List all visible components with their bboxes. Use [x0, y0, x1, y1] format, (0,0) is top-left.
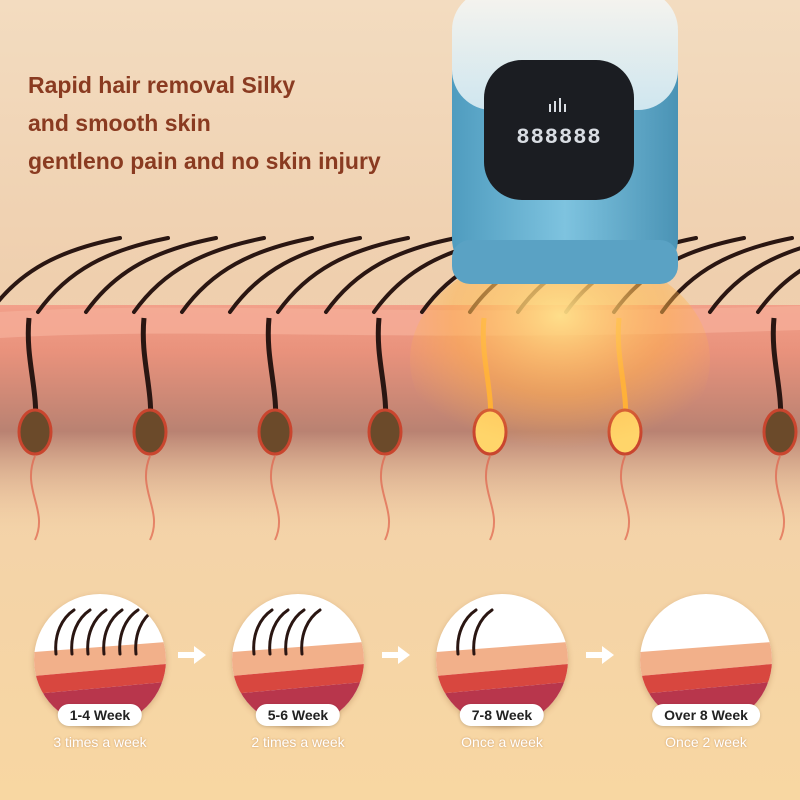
stage-frequency: Once 2 week — [665, 734, 747, 750]
display-screen — [484, 60, 634, 200]
headline-line-1: Rapid hair removal Silky — [28, 72, 296, 98]
hair-follicle — [132, 317, 168, 541]
stage-week-1-4: 1-4 Week 3 times a week — [20, 594, 180, 764]
mini-hair — [300, 608, 322, 656]
light-glow — [410, 250, 710, 470]
mini-hair — [268, 608, 290, 656]
display-digits: 888888 — [516, 125, 601, 150]
mini-hair — [284, 608, 306, 656]
headline-line-2: and smooth skin — [28, 110, 211, 136]
mini-hair — [456, 608, 478, 656]
mini-hair — [86, 608, 108, 656]
surface-hair — [708, 246, 800, 314]
ipl-device: 888888 — [452, 0, 678, 284]
hair-follicle — [367, 317, 403, 541]
arrow-right-icon — [176, 644, 208, 666]
mini-hair — [118, 608, 140, 656]
hair-follicle — [17, 317, 53, 541]
mini-hair — [102, 608, 124, 656]
surface-hair — [36, 236, 170, 314]
hair-follicle — [762, 317, 798, 541]
stage-week-7-8: 7-8 Week Once a week — [422, 594, 582, 764]
surface-hair — [0, 236, 122, 303]
surface-hair — [276, 236, 410, 314]
stage-period: Over 8 Week — [652, 704, 760, 726]
arrow-right-icon — [380, 644, 412, 666]
stage-period: 1-4 Week — [57, 704, 143, 726]
surface-hair — [324, 236, 458, 314]
surface-hair — [756, 268, 800, 314]
surface-hair — [132, 236, 266, 314]
stage-week-5-6: 5-6 Week 2 times a week — [218, 594, 378, 764]
headline: Rapid hair removal Silky and smooth skin… — [28, 66, 381, 180]
stage-frequency: Once a week — [461, 734, 543, 750]
surface-hair — [228, 236, 362, 314]
stage-over-8-week: Over 8 Week Once 2 week — [626, 594, 786, 764]
mini-hair — [54, 608, 76, 656]
arrow-right-icon — [584, 644, 616, 666]
stage-frequency: 3 times a week — [53, 734, 147, 750]
hair-follicle — [257, 317, 293, 541]
mini-hair — [252, 608, 274, 656]
stage-period: 5-6 Week — [255, 704, 341, 726]
surface-hair — [84, 236, 218, 314]
surface-hair — [180, 236, 314, 314]
headline-line-3: gentleno pain and no skin injury — [28, 148, 381, 174]
mini-hair — [70, 608, 92, 656]
stage-frequency: 2 times a week — [251, 734, 345, 750]
stage-period: 7-8 Week — [459, 704, 545, 726]
mini-hair — [472, 608, 494, 656]
